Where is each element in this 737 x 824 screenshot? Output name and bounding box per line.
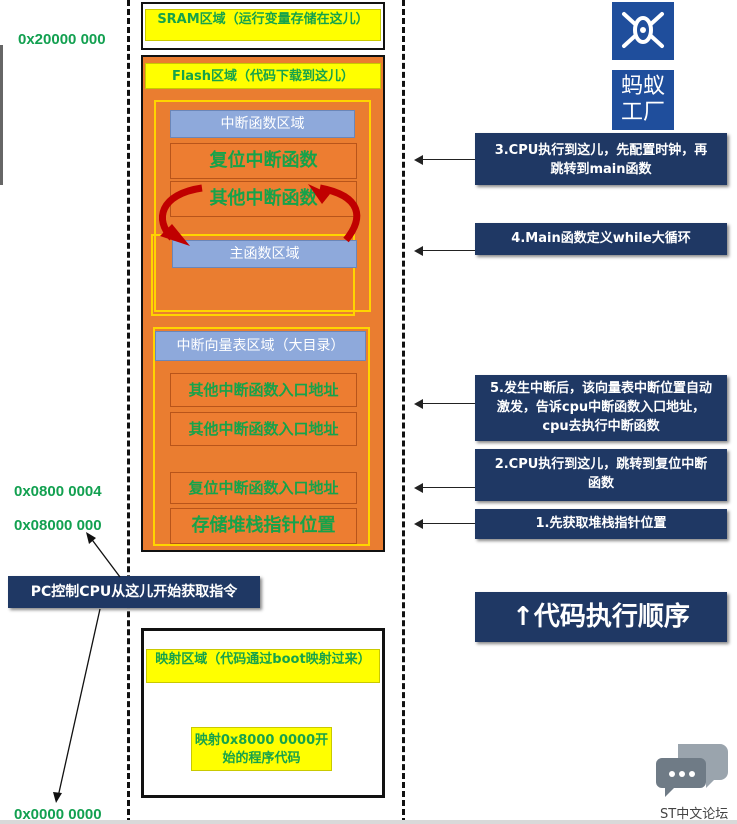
step-1-box: 1.先获取堆栈指针位置 [475, 509, 727, 539]
arrowhead-step-4 [414, 246, 423, 256]
vector-row-stack-pointer: 存储堆栈指针位置 [170, 508, 357, 544]
arrow-step-4 [418, 250, 475, 251]
pc-label: PC控制CPU从这儿开始获取指令 [8, 576, 260, 608]
mapped-inner: 映射0x8000 0000开始的程序代码 [191, 727, 332, 771]
mapped-label: 映射区域（代码通过boot映射过来） [146, 649, 380, 683]
vector-table-area-label: 中断向量表区域（大目录） [155, 331, 366, 361]
arrowhead-step-2 [414, 483, 423, 493]
bottom-strip [0, 820, 737, 824]
arrowhead-step-5 [414, 399, 423, 409]
dashed-line-right [402, 0, 405, 824]
address-08000000: 0x08000 000 [14, 517, 102, 534]
watermark-text: ST中文论坛 [660, 807, 729, 822]
arrowhead-step-1 [414, 519, 423, 529]
step-4-box: 4.Main函数定义while大循环 [475, 223, 727, 255]
vector-row-other-2: 其他中断函数入口地址 [170, 412, 357, 446]
main-region [151, 234, 355, 316]
flash-block: Flash区域（代码下载到这儿） 中断函数区域 复位中断函数 其他中断函数 主函… [141, 55, 385, 552]
arrow-step-2 [418, 487, 475, 488]
step-2-box: 2.CPU执行到这儿，跳转到复位中断函数 [475, 449, 727, 501]
arrowhead-step-3 [414, 155, 423, 165]
mapped-block: 映射区域（代码通过boot映射过来） 映射0x8000 0000开始的程序代码 [141, 628, 385, 798]
vector-row-other-1: 其他中断函数入口地址 [170, 373, 357, 407]
sram-block: SRAM区域（运行变量存储在这儿） [141, 2, 385, 50]
interrupt-function-area-label: 中断函数区域 [170, 110, 355, 138]
loop-arrows-icon [159, 184, 361, 246]
step-5-box: 5.发生中断后，该向量表中断位置自动激发，告诉cpu中断函数入口地址，cpu去执… [475, 375, 727, 441]
vector-table-region [153, 327, 370, 546]
dashed-line-left [127, 0, 130, 824]
arrow-step-5 [418, 403, 475, 404]
interrupt-function-region [154, 100, 371, 312]
vector-row-reset: 复位中断函数入口地址 [170, 472, 357, 504]
logo-text: 蚂蚁工厂 [620, 74, 665, 125]
logo-text-box: 蚂蚁工厂 [612, 70, 674, 130]
arrow-step-1 [418, 523, 475, 524]
flash-label: Flash区域（代码下载到这儿） [145, 63, 381, 89]
main-area-label: 主函数区域 [172, 240, 357, 268]
left-edge-bar [0, 45, 3, 185]
other-handlers-row: 其他中断函数 [170, 181, 357, 217]
arrow-step-3 [418, 159, 475, 160]
logo-icon [612, 2, 674, 60]
chat-icon [656, 740, 730, 804]
reset-handler-row: 复位中断函数 [170, 143, 357, 179]
address-00000000: 0x0000 0000 [14, 806, 102, 823]
step-3-box: 3.CPU执行到这儿，先配置时钟，再跳转到main函数 [475, 133, 727, 185]
sram-label: SRAM区域（运行变量存储在这儿） [145, 9, 381, 41]
execution-order-label: ↑代码执行顺序 [475, 592, 727, 642]
address-sram: 0x20000 000 [18, 31, 106, 48]
address-08000004: 0x0800 0004 [14, 483, 102, 500]
